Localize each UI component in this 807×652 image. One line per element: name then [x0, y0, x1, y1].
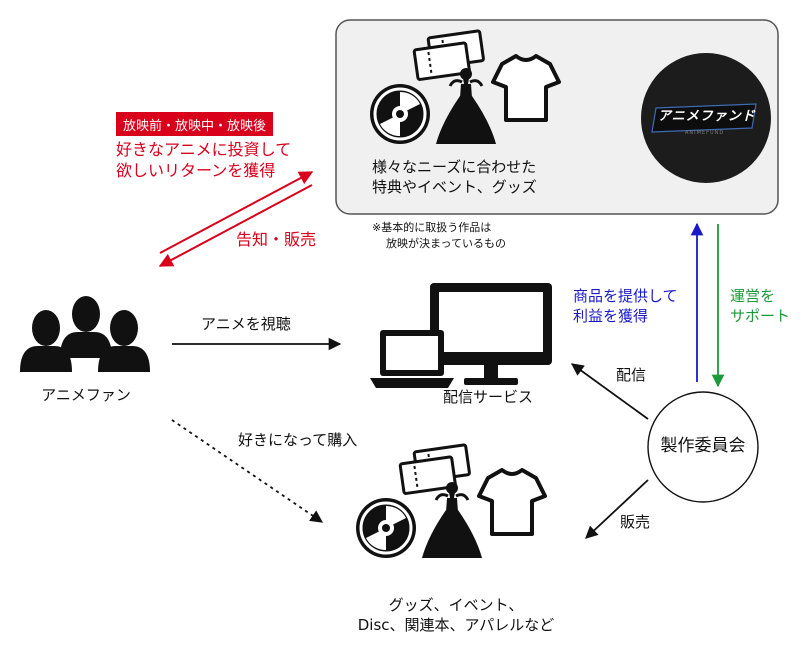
committee-label: 製作委員会 [660, 436, 746, 456]
goods-label: グッズ、イベント、 Disc、関連本、アパレルなど [357, 596, 555, 634]
anime-fans-icon [20, 296, 150, 372]
invest-label: 好きなアニメに投資して 欲しいリターンを獲得 [116, 140, 292, 180]
distribute-label: 配信 [616, 366, 647, 384]
fund-caption: 様々なニーズに合わせた 特典やイベント、グッズ [372, 158, 537, 196]
committee-circle [647, 391, 759, 503]
invest-arrow [159, 171, 314, 254]
timing-badge: 放映前・放映中・放映後 [116, 112, 274, 136]
provide-label: 商品を提供して 利益を獲得 [573, 287, 678, 325]
sell-arrow [585, 479, 649, 539]
announce-label: 告知・販売 [236, 230, 317, 249]
sell-label: 販売 [620, 513, 651, 531]
anime-fans-label: アニメファン [41, 386, 131, 404]
goods-icon [354, 442, 547, 560]
anime-fund-logo-text: アニメファンド [658, 109, 756, 124]
buy-arrow [171, 419, 324, 523]
support-label: 運営を サポート [730, 287, 791, 325]
anime-fund-logo-subtext: ANIMEFUND [685, 130, 725, 136]
streaming-service-icon [370, 283, 552, 388]
note-text: ※基本的に取扱う作品は 放映が決まっているもの [372, 221, 507, 250]
announce-arrow [158, 184, 313, 267]
buy-label: 好きになって購入 [238, 431, 358, 449]
distribute-arrow [570, 363, 649, 420]
watch-label: アニメを視聴 [201, 315, 291, 333]
streaming-label: 配信サービス [442, 388, 533, 406]
